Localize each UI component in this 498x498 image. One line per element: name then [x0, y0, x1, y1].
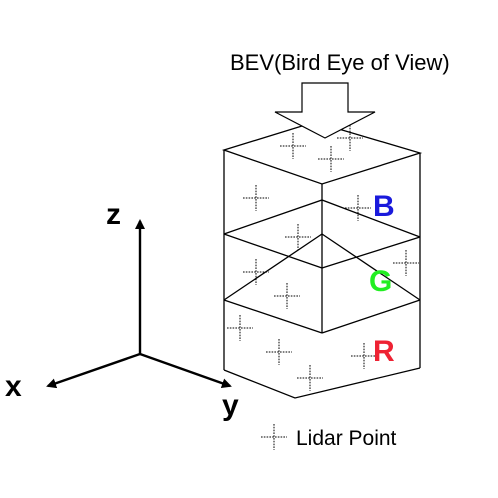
lidar-point [337, 125, 363, 151]
y-axis [139, 352, 232, 389]
layer-label-b: B [373, 190, 395, 223]
z-axis-label: z [106, 198, 121, 231]
x-axis-label: x [5, 370, 22, 403]
pillar-box [221, 121, 423, 399]
lidar-point [274, 283, 300, 309]
y-axis-label: y [222, 389, 239, 422]
lidar-point [318, 146, 344, 172]
layer-boundary-1 [223, 199, 421, 238]
lidar-points [227, 125, 419, 391]
layer-label-r: R [373, 335, 395, 368]
lidar-point [351, 343, 377, 369]
legend: Lidar Point [261, 424, 397, 450]
lidar-point [280, 133, 306, 159]
layer-boundary-2 [223, 233, 421, 301]
lidar-point [297, 365, 323, 391]
lidar-point [227, 315, 253, 341]
layer-label-g: G [369, 265, 392, 298]
lidar-point [393, 250, 419, 276]
lidar-point [285, 224, 311, 250]
x-axis [46, 352, 141, 389]
lidar-point [345, 195, 371, 221]
bev-title: BEV(Bird Eye of View) [230, 50, 450, 75]
lidar-point [243, 185, 269, 211]
legend-label: Lidar Point [296, 427, 397, 450]
lidar-point [266, 339, 292, 365]
axes [46, 219, 232, 389]
crosshair-icon [261, 424, 287, 450]
lidar-point [243, 259, 269, 285]
